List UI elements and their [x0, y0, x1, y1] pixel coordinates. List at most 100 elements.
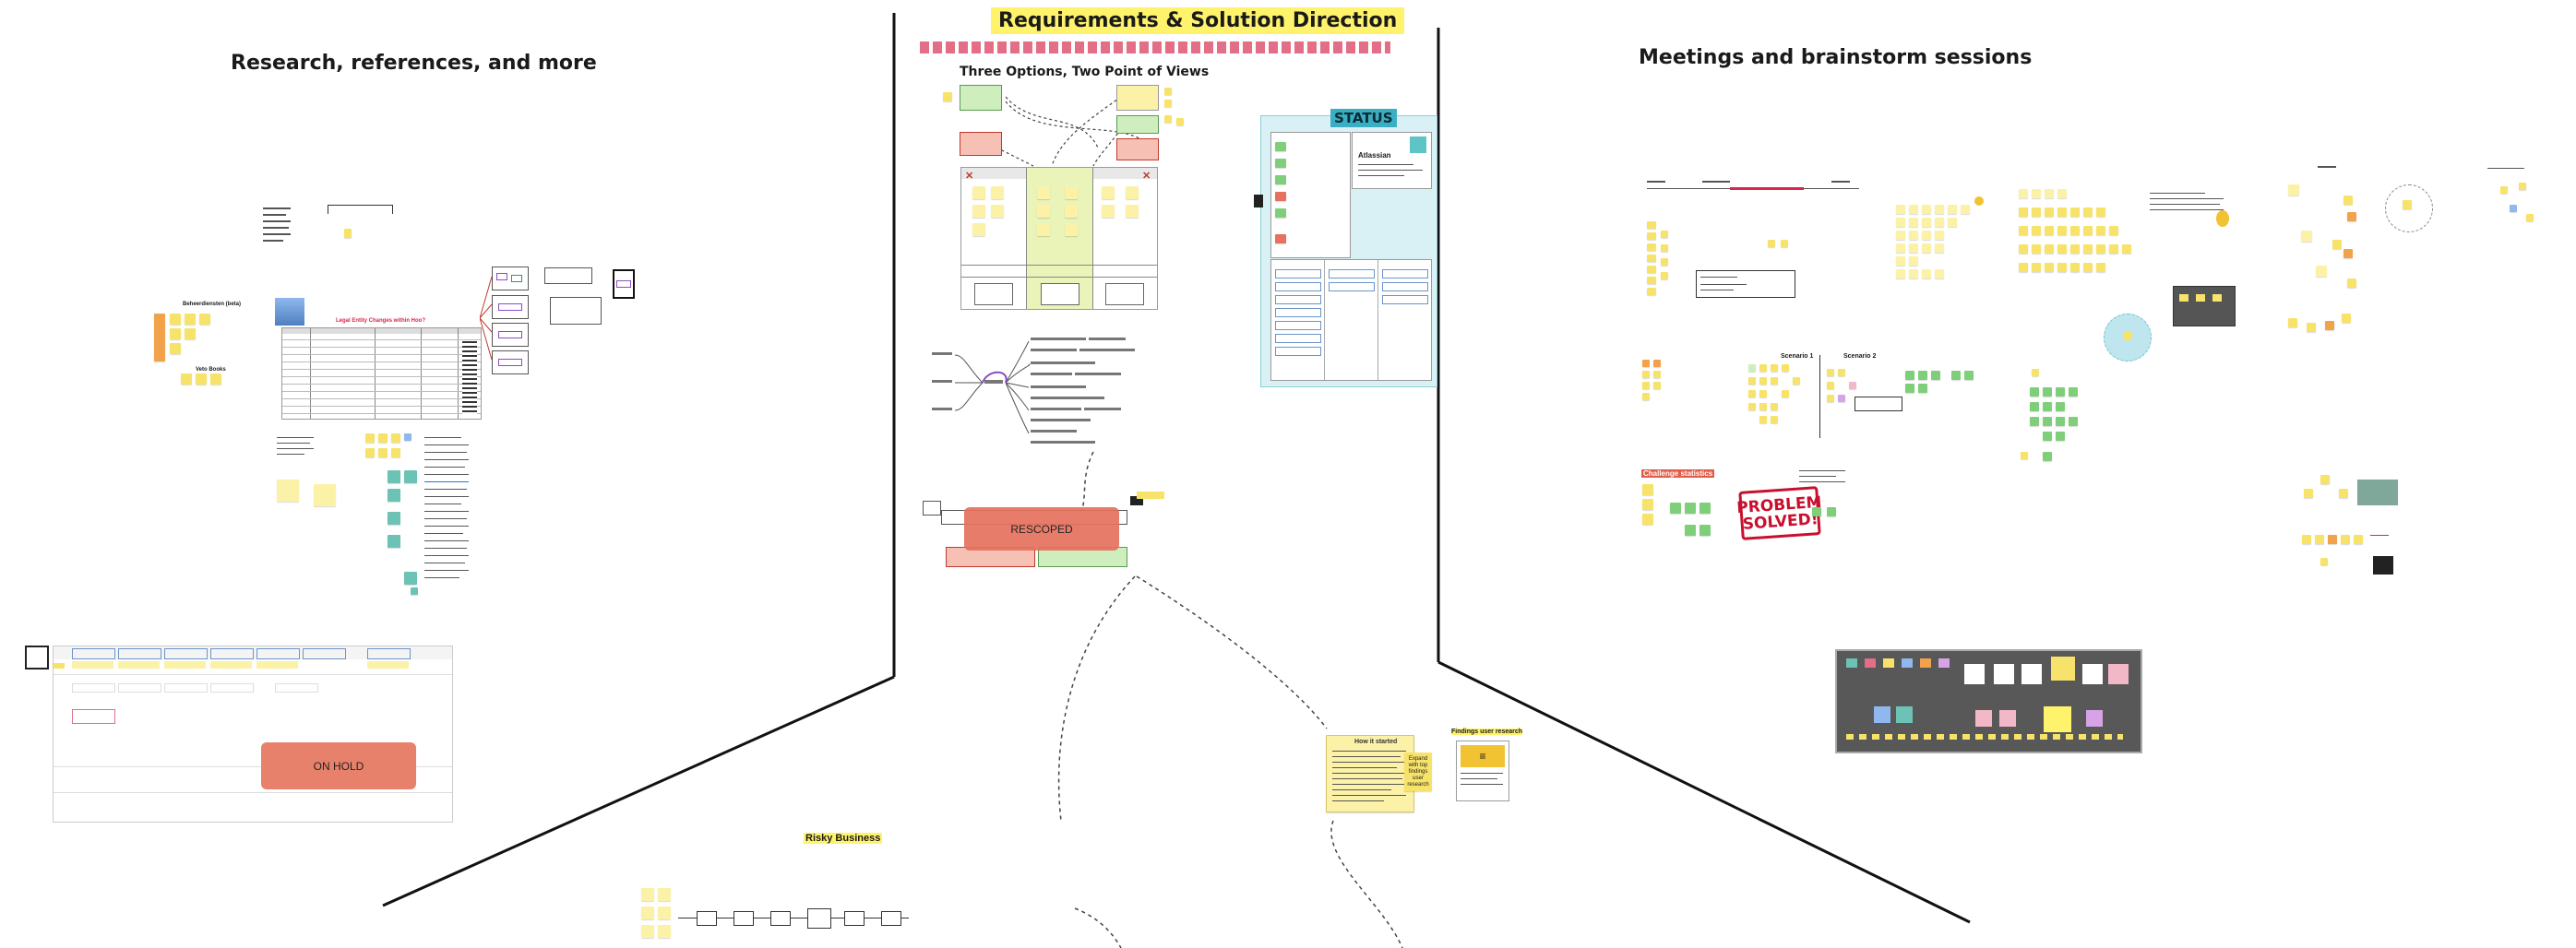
- option-box-red-2[interactable]: [1116, 138, 1159, 160]
- title-divider-band: [920, 41, 1390, 53]
- sticky-note[interactable]: [391, 448, 400, 457]
- sticky-note[interactable]: [404, 572, 417, 585]
- expand-findings-note[interactable]: Expand with top findings user research: [1404, 752, 1432, 791]
- findings-card-icon: ≡: [1461, 745, 1505, 767]
- sticky-note[interactable]: [1164, 115, 1172, 123]
- research-label-1: Beheerdiensten (beta): [183, 302, 242, 307]
- research-flow-box[interactable]: [492, 323, 529, 347]
- research-flow-box[interactable]: [544, 267, 592, 284]
- research-notes: [277, 433, 341, 470]
- option-box-red[interactable]: [960, 132, 1002, 156]
- options-comparison-table: ✕ ✕: [960, 167, 1158, 310]
- risky-business-title: Risky Business: [804, 833, 883, 844]
- sticky-note[interactable]: [365, 448, 375, 457]
- sticky-note[interactable]: [170, 314, 181, 325]
- meetings-section-title: Meetings and brainstorm sessions: [1639, 46, 2033, 69]
- sticky-note[interactable]: [170, 343, 181, 354]
- sticky-note[interactable]: [411, 587, 418, 595]
- how-it-started-note[interactable]: How it started: [1326, 735, 1414, 812]
- sticky-note[interactable]: [196, 373, 207, 385]
- cross-icon: ✕: [1142, 171, 1151, 182]
- sticky-note[interactable]: [365, 433, 375, 443]
- status-panel: STATUS Atlassian: [1254, 109, 1437, 387]
- sticky-note[interactable]: [210, 373, 221, 385]
- status-title: STATUS: [1330, 109, 1397, 127]
- sticky-note[interactable]: [378, 433, 388, 443]
- meetings-cluster-far: [2482, 168, 2574, 242]
- meetings-green-stickies: [1905, 371, 1988, 398]
- meetings-sticky-cluster: [1642, 360, 1670, 415]
- meetings-green-tree: [2021, 369, 2104, 470]
- meetings-cloud: [2104, 314, 2152, 361]
- option-box-yellow[interactable]: [1116, 85, 1159, 111]
- option-box-green[interactable]: [960, 85, 1002, 111]
- sticky-note[interactable]: [277, 480, 299, 502]
- sticky-note[interactable]: [1661, 272, 1668, 279]
- options-board-title: Three Options, Two Point of Views: [960, 65, 1210, 79]
- sticky-note[interactable]: [388, 489, 400, 502]
- sticky-note[interactable]: [388, 470, 400, 483]
- sticky-note[interactable]: [404, 470, 417, 483]
- meetings-flow: [2302, 447, 2413, 576]
- meetings-sticky-grid-2: [2019, 189, 2139, 295]
- challenge-stickies: [1642, 484, 1725, 549]
- scenario-2-stickies: [1827, 369, 1902, 424]
- sticky-note[interactable]: [391, 433, 400, 443]
- sticky-note[interactable]: [314, 484, 336, 506]
- sticky-note[interactable]: [1176, 118, 1184, 125]
- sticky-note[interactable]: [388, 512, 400, 525]
- how-it-started-title: How it started: [1354, 739, 1398, 745]
- brainstorm-screenshot[interactable]: [1835, 649, 2142, 753]
- sticky-note[interactable]: [185, 328, 196, 339]
- meetings-notes: [2150, 189, 2242, 226]
- sticky-note[interactable]: [388, 535, 400, 548]
- meetings-timeline: [1647, 181, 1859, 199]
- scenario-1-stickies: [1748, 364, 1818, 438]
- research-flow-box[interactable]: [492, 350, 529, 374]
- scenario-2-label: Scenario 2: [1843, 353, 1877, 360]
- sticky-note[interactable]: [185, 314, 196, 325]
- research-flow-box[interactable]: [492, 295, 529, 319]
- sticky-note[interactable]: [943, 92, 952, 101]
- meetings-sticky-grid-1: [1896, 205, 1979, 297]
- expand-findings-text: Expand with top findings user research: [1407, 756, 1429, 788]
- sticky-note[interactable]: [1661, 231, 1668, 238]
- scenario-divider: [1819, 355, 1820, 438]
- status-card[interactable]: Atlassian: [1352, 132, 1432, 189]
- sticky-note[interactable]: [199, 314, 210, 325]
- sticky-note[interactable]: [1768, 240, 1775, 247]
- research-flow-box[interactable]: [613, 269, 635, 299]
- emoji-icon: [1974, 196, 1984, 206]
- sticky-note[interactable]: [1661, 244, 1668, 252]
- meetings-diagram-box[interactable]: [1696, 270, 1795, 298]
- research-flow-box[interactable]: [550, 297, 602, 325]
- meetings-screenshot[interactable]: [2173, 286, 2236, 326]
- meetings-sticky-column: [1647, 221, 1658, 304]
- challenge-statistics-label: Challenge statistics: [1641, 469, 1715, 478]
- status-card-title: Atlassian: [1358, 151, 1391, 160]
- research-org-chart: [263, 203, 401, 258]
- research-label-2: Veto Books: [196, 367, 226, 373]
- cross-icon: ✕: [965, 171, 974, 182]
- sticky-note[interactable]: [1164, 100, 1172, 107]
- sticky-note[interactable]: [1661, 258, 1668, 266]
- mind-map-diagram: [932, 338, 1135, 444]
- risky-business-flow: [641, 881, 909, 945]
- sticky-note[interactable]: [404, 433, 411, 441]
- research-image-thumbnail[interactable]: [275, 298, 304, 326]
- sticky-note[interactable]: [1164, 88, 1172, 95]
- sticky-note-column[interactable]: [154, 314, 165, 361]
- on-hold-label: ON HOLD: [261, 742, 416, 789]
- sticky-note[interactable]: [170, 328, 181, 339]
- research-flow-box[interactable]: [492, 267, 529, 290]
- sticky-note[interactable]: [181, 373, 192, 385]
- idea-cloud: [2385, 184, 2433, 232]
- research-document-text: [424, 433, 472, 586]
- findings-card[interactable]: ≡: [1456, 741, 1509, 801]
- sticky-note[interactable]: [1781, 240, 1788, 247]
- research-connectors: [480, 276, 493, 361]
- rescoped-label: RESCOPED: [964, 507, 1119, 551]
- option-box-green-2[interactable]: [1116, 115, 1159, 134]
- sticky-note[interactable]: [378, 448, 388, 457]
- roadmap-table: [53, 646, 453, 823]
